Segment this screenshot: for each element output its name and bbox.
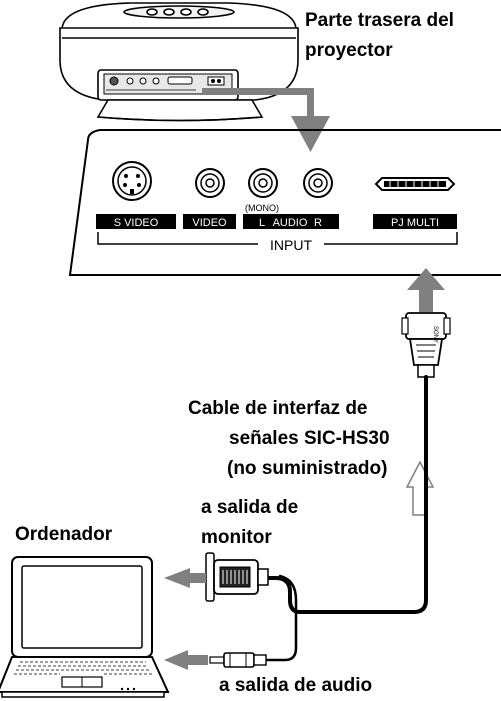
connect-up-arrow	[407, 268, 445, 312]
zoom-callout-arrow	[202, 88, 330, 152]
projector-rear-label-line1: Parte trasera del	[305, 10, 454, 31]
s-video-label: S VIDEO	[114, 217, 159, 229]
monitor-out-label-line2: monitor	[201, 527, 272, 548]
input-panel: S VIDEO VIDEO L AUDIO R PJ MULTI (MONO) …	[68, 129, 501, 276]
input-label: INPUT	[270, 237, 312, 253]
audio-r-jack	[303, 168, 333, 198]
audio-l-jack	[248, 168, 278, 198]
mono-label: (MONO)	[245, 203, 279, 213]
audio-mini-plug	[209, 652, 267, 668]
pj-multi-port	[374, 177, 456, 191]
to-computer-arrows	[164, 568, 208, 670]
audio-label: AUDIO	[273, 217, 308, 229]
projector-rear-label-line2: proyector	[305, 40, 393, 61]
s-video-jack	[112, 161, 152, 201]
connector-brand-text: SONY	[432, 326, 438, 343]
video-label: VIDEO	[192, 217, 227, 229]
pj-multi-cable-connector: SONY	[401, 312, 451, 378]
cable-label-line3: (no suministrado)	[227, 458, 388, 479]
cable-label-line1: Cable de interfaz de	[188, 398, 368, 419]
audio-out-label: a salida de audio	[219, 675, 373, 696]
audio-r-label: R	[314, 217, 322, 229]
audio-l-label: L	[259, 217, 265, 229]
vga-connector	[205, 552, 269, 602]
video-jack	[195, 168, 225, 198]
monitor-out-label-line1: a salida de	[201, 497, 299, 518]
pj-multi-label: PJ MULTI	[391, 217, 439, 229]
computer-label: Ordenador	[15, 524, 113, 545]
projector-illustration	[59, 2, 299, 122]
laptop-illustration	[0, 556, 170, 698]
cable-direction-arrow	[405, 460, 435, 516]
cable-label-line2: señales SIC-HS30	[229, 428, 390, 449]
cables	[260, 375, 428, 662]
